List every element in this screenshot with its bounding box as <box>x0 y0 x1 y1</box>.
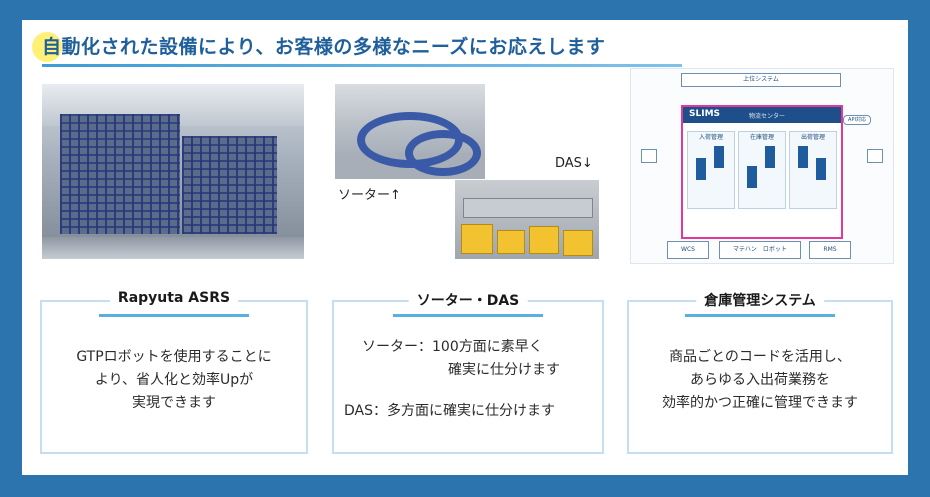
card-title: ソーター・DAS <box>408 290 528 310</box>
slims-center-label: 物流センター <box>749 113 786 120</box>
flow-cell <box>816 158 826 180</box>
sorter-label: ソーター↑ <box>338 188 401 203</box>
card-body-line: DAS：多方面に確実に仕分けます <box>344 403 555 419</box>
das-bin <box>563 230 593 256</box>
diagram-supplier <box>637 149 661 171</box>
diagram-wcs: WCS <box>667 241 709 259</box>
sorter-belt-curve <box>405 130 481 176</box>
sorter-photo <box>335 84 485 179</box>
diagram-customer <box>863 149 887 171</box>
card-body: 商品ごとのコードを活用し、 あらゆる入出荷業務を 効率的かつ正確に管理できます <box>662 349 858 411</box>
flow-cell <box>798 146 808 168</box>
das-bin <box>461 224 493 254</box>
page-title: 自動化された設備により、お客様の多様なニーズにお応えします <box>42 36 606 58</box>
asrs-floor <box>42 237 304 259</box>
title-accent-dot <box>32 32 62 62</box>
diagram-top-system: 上位システム <box>681 73 841 87</box>
slims-logo: SLIMS <box>689 109 721 119</box>
flow-cell <box>765 146 775 168</box>
asrs-photo <box>42 84 304 259</box>
asrs-rack-right <box>182 136 277 234</box>
card-title-bar <box>685 314 835 317</box>
col-title: 在庫管理 <box>749 134 774 141</box>
diagram-rms: RMS <box>809 241 851 259</box>
card-title-bar <box>99 314 249 317</box>
diagram-api-badge: API対応 <box>843 115 871 125</box>
col-title: 出荷管理 <box>800 134 825 141</box>
card-sorter-das: ソーター・DAS ソーター：100方面に素早く 確実に仕分けます DAS：多方面… <box>332 290 604 454</box>
diagram-matehan: マテハン ロボット <box>719 241 801 259</box>
asrs-rack-left <box>60 114 180 234</box>
col-title: 入荷管理 <box>698 134 723 141</box>
das-photo <box>455 180 599 259</box>
card-body-line: ソーター：100方面に素早く <box>362 339 543 355</box>
supplier-icon <box>641 149 657 163</box>
diagram-slims-box: SLIMS 物流センター 入荷管理 在庫管理 出荷管理 <box>681 105 843 239</box>
card-title-bar <box>393 314 543 317</box>
slide: 自動化された設備により、お客様の多様なニーズにお応えします ソーター↑ DAS↓… <box>22 20 908 475</box>
flow-cell <box>714 146 724 168</box>
title-underline <box>42 64 682 67</box>
slims-header: SLIMS 物流センター <box>683 107 841 123</box>
das-rack <box>463 198 593 218</box>
card-wms: 倉庫管理システム 商品ごとのコードを活用し、 あらゆる入出荷業務を 効率的かつ正… <box>627 290 893 454</box>
diagram-col-outbound: 出荷管理 <box>789 131 837 209</box>
system-diagram: 上位システム API対応 SLIMS 物流センター 入荷管理 在庫管理 <box>630 68 894 264</box>
diagram-col-stock: 在庫管理 <box>738 131 786 209</box>
building-icon <box>867 149 883 163</box>
card-title: 倉庫管理システム <box>696 290 824 310</box>
card-asrs: Rapyuta ASRS GTPロボットを使用することに より、省人化と効率Up… <box>40 290 308 454</box>
card-title: Rapyuta ASRS <box>109 290 239 306</box>
diagram-col-inbound: 入荷管理 <box>687 131 735 209</box>
card-body-line: 確実に仕分けます <box>448 362 560 378</box>
flow-cell <box>747 166 757 188</box>
das-label: DAS↓ <box>555 156 593 171</box>
card-body: GTPロボットを使用することに より、省人化と効率Upが 実現できます <box>76 349 272 411</box>
das-bin <box>497 230 525 254</box>
das-bin <box>529 226 559 254</box>
flow-cell <box>696 158 706 180</box>
